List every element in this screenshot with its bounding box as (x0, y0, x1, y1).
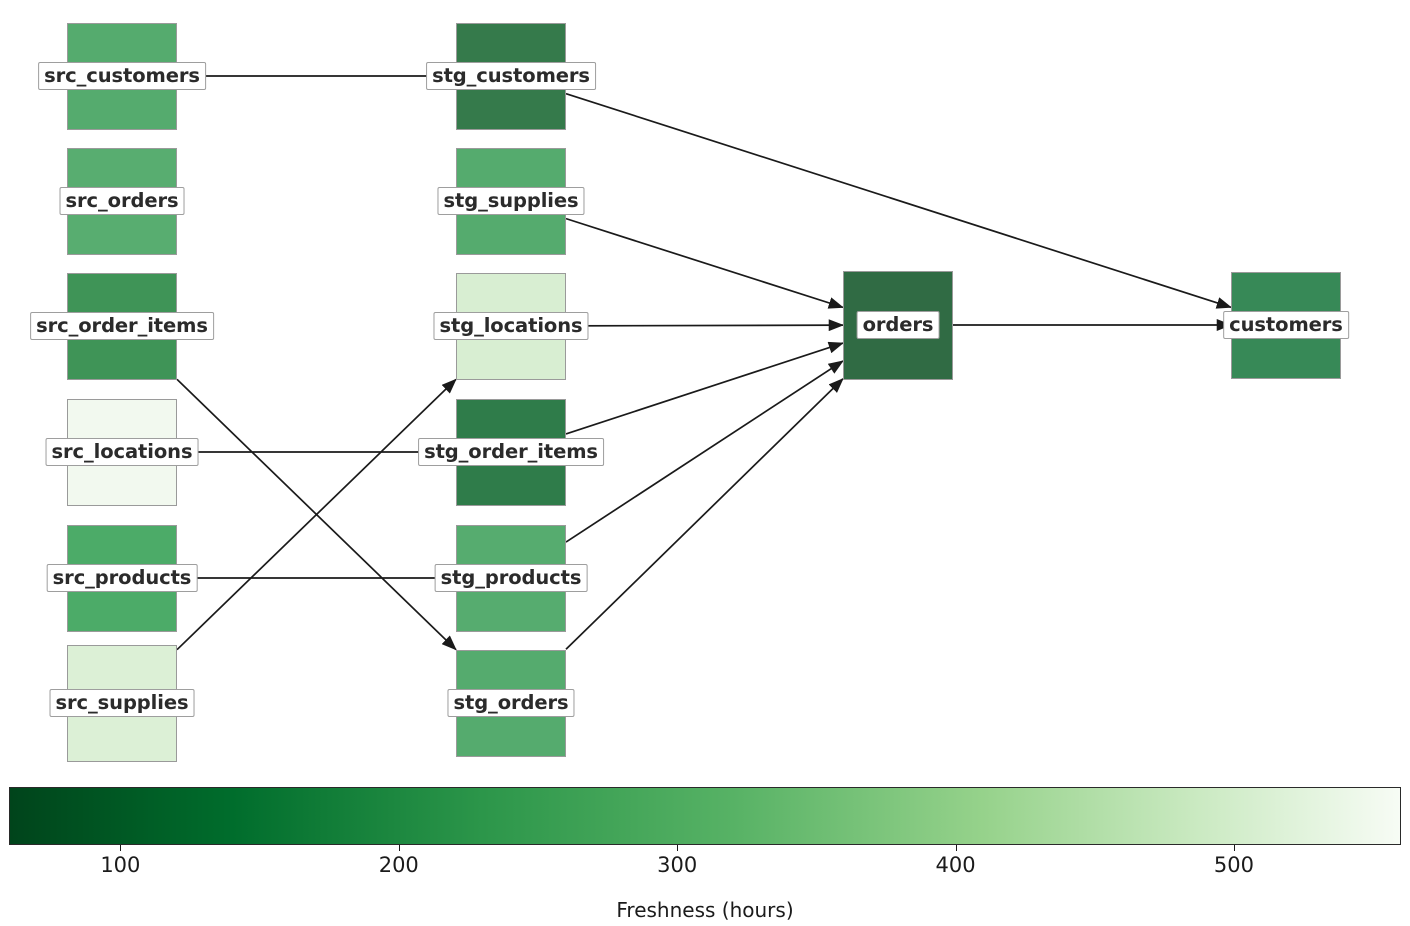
node-label-customers[interactable]: customers (1223, 310, 1349, 340)
edge-stg_supplies-to-orders (565, 217, 844, 309)
node-label-stg_locations[interactable]: stg_locations (433, 311, 589, 341)
node-label-src_order_items[interactable]: src_order_items (30, 311, 214, 341)
edge-stg_products-to-orders (565, 360, 844, 543)
colorbar: 100 200 300 400 500 (9, 787, 1401, 877)
edge-stg_order_items-to-orders (565, 341, 844, 435)
node-label-orders[interactable]: orders (856, 310, 940, 340)
colorbar-tick-label-300: 300 (657, 853, 698, 877)
colorbar-tick-label-500: 500 (1213, 853, 1254, 877)
node-label-stg_products[interactable]: stg_products (434, 563, 588, 593)
node-label-src_orders[interactable]: src_orders (59, 186, 185, 216)
node-label-stg_orders[interactable]: stg_orders (447, 688, 575, 718)
node-label-src_supplies[interactable]: src_supplies (49, 688, 195, 718)
node-label-stg_order_items[interactable]: stg_order_items (418, 437, 604, 467)
edge-stg_locations-to-orders (565, 319, 845, 332)
colorbar-tick-200 (398, 845, 400, 851)
node-label-stg_supplies[interactable]: stg_supplies (437, 186, 585, 216)
colorbar-tick-300 (677, 845, 679, 851)
colorbar-tick-400 (955, 845, 957, 851)
node-label-src_customers[interactable]: src_customers (38, 61, 206, 91)
colorbar-tick-label-200: 200 (378, 853, 419, 877)
colorbar-tick-500 (1233, 845, 1235, 851)
edge-src_supplies-to-stg_locations (176, 378, 457, 651)
node-label-src_products[interactable]: src_products (46, 563, 198, 593)
colorbar-tick-100 (120, 845, 122, 851)
edge-stg_customers-to-customers (565, 92, 1232, 309)
edge-stg_orders-to-orders (565, 378, 844, 650)
node-label-src_locations[interactable]: src_locations (45, 437, 199, 467)
colorbar-gradient (9, 787, 1401, 845)
colorbar-axis-label: Freshness (hours) (616, 898, 794, 922)
colorbar-tick-label-100: 100 (100, 853, 141, 877)
colorbar-tick-label-400: 400 (935, 853, 976, 877)
node-label-stg_customers[interactable]: stg_customers (426, 61, 596, 91)
edges-group (176, 75, 1233, 651)
